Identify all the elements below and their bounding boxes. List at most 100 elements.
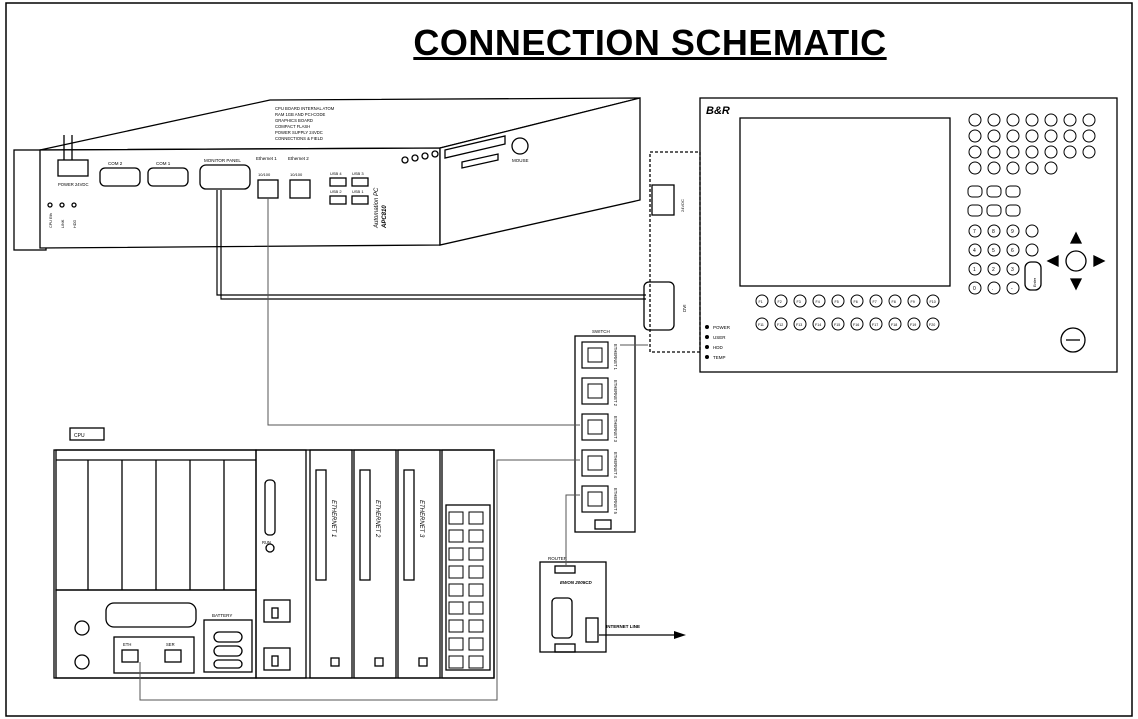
panel-softkey[interactable] [1063, 113, 1077, 127]
panel-led-label: USER [713, 335, 726, 340]
panel-softkey[interactable] [1082, 113, 1096, 127]
panel-nav-right-icon[interactable] [1093, 254, 1106, 268]
panel-softkey[interactable] [987, 113, 1001, 127]
panel-softkey[interactable] [968, 129, 982, 143]
router-serial-port [551, 597, 573, 639]
plc-io-terminal [448, 655, 464, 669]
panel-keypad-key[interactable] [968, 243, 982, 257]
panel-softkey[interactable] [1082, 145, 1096, 159]
panel-function-key[interactable] [869, 294, 883, 308]
panel-function-key[interactable] [831, 294, 845, 308]
panel-function-key[interactable] [812, 317, 826, 331]
panel-special-key[interactable] [1005, 185, 1021, 198]
panel-softkey[interactable] [987, 129, 1001, 143]
panel-emergency-button[interactable] [1060, 327, 1086, 353]
panel-softkey[interactable] [1044, 129, 1058, 143]
frame-border [5, 2, 1133, 717]
plc-battery [203, 619, 253, 673]
panel-softkey[interactable] [1025, 129, 1039, 143]
panel-keypad-key[interactable] [1006, 224, 1020, 238]
panel-nav-left-icon[interactable] [1046, 254, 1059, 268]
panel-nav-up-icon[interactable] [1069, 231, 1083, 244]
panel-softkey[interactable] [968, 113, 982, 127]
plc-module-label: ETHERNET 3 [418, 500, 424, 538]
plc-io-terminal [468, 619, 484, 633]
panel-softkey[interactable] [1025, 161, 1039, 175]
panel-softkey[interactable] [1025, 145, 1039, 159]
panel-function-key[interactable] [907, 317, 921, 331]
plc-cpu-port-label: ETH [123, 642, 131, 647]
panel-softkey[interactable] [1082, 129, 1096, 143]
panel-function-key[interactable] [850, 317, 864, 331]
panel-enter-key[interactable] [1024, 261, 1042, 291]
panel-softkey[interactable] [1006, 145, 1020, 159]
panel-softkey[interactable] [968, 161, 982, 175]
panel-softkey[interactable] [1063, 129, 1077, 143]
panel-function-key[interactable] [755, 317, 769, 331]
panel-special-key[interactable] [986, 185, 1002, 198]
panel-keypad-key[interactable] [968, 224, 982, 238]
panel-nav-center[interactable] [1065, 250, 1087, 272]
pc-usb2-label: USB 2 [330, 189, 342, 194]
panel-keypad-key[interactable] [968, 262, 982, 276]
panel-softkey[interactable] [1006, 129, 1020, 143]
panel-function-key[interactable] [774, 317, 788, 331]
router-housing [539, 561, 607, 653]
panel-function-key[interactable] [907, 294, 921, 308]
panel-function-key[interactable] [926, 294, 940, 308]
panel-softkey[interactable] [1006, 113, 1020, 127]
plc-io-terminal [468, 529, 484, 543]
panel-keypad-key[interactable] [1025, 224, 1039, 238]
panel-special-key[interactable] [967, 185, 983, 198]
plc-io-module [441, 449, 495, 679]
panel-softkey[interactable] [1044, 161, 1058, 175]
panel-function-key[interactable] [926, 317, 940, 331]
panel-keypad-key[interactable] [987, 262, 1001, 276]
ethernet-cable-switch-router [565, 494, 580, 566]
panel-function-key[interactable] [755, 294, 769, 308]
panel-function-key[interactable] [869, 317, 883, 331]
panel-keypad-key[interactable] [1025, 243, 1039, 257]
panel-keypad-key[interactable] [968, 281, 982, 295]
panel-led-label: POWER [713, 325, 731, 330]
panel-softkey[interactable] [1063, 145, 1077, 159]
panel-softkey[interactable] [968, 145, 982, 159]
panel-function-key[interactable] [812, 294, 826, 308]
plc-io-terminal [448, 619, 464, 633]
panel-function-key-label: F1 [759, 300, 763, 304]
panel-special-key[interactable] [986, 204, 1002, 217]
panel-function-key[interactable] [793, 317, 807, 331]
panel-function-key-label: F16 [853, 323, 859, 327]
plc-baseplate [53, 449, 495, 679]
panel-led [705, 335, 709, 339]
panel-keypad-key[interactable] [987, 281, 1001, 295]
panel-function-key[interactable] [888, 294, 902, 308]
panel-function-key[interactable] [850, 294, 864, 308]
ethernet-switch [574, 335, 636, 533]
panel-keypad-key[interactable] [1006, 262, 1020, 276]
panel-keypad-key[interactable] [1006, 243, 1020, 257]
plc-io-terminal [448, 529, 464, 543]
panel-softkey[interactable] [987, 161, 1001, 175]
panel-keypad-key[interactable] [987, 243, 1001, 257]
pc-usb-port [351, 177, 369, 187]
panel-function-key[interactable] [831, 317, 845, 331]
panel-special-key[interactable] [967, 204, 983, 217]
panel-softkey[interactable] [1006, 161, 1020, 175]
panel-function-key[interactable] [793, 294, 807, 308]
panel-softkey[interactable] [1044, 113, 1058, 127]
panel-softkey[interactable] [987, 145, 1001, 159]
panel-special-key[interactable] [1005, 204, 1021, 217]
panel-function-key[interactable] [888, 317, 902, 331]
panel-nav-down-icon[interactable] [1069, 278, 1083, 291]
panel-enter-label: Enter [1033, 277, 1037, 287]
panel-function-key[interactable] [774, 294, 788, 308]
panel-keypad-key[interactable] [987, 224, 1001, 238]
plc-cpu-selector[interactable] [74, 620, 90, 636]
plc-cpu-selector[interactable] [74, 654, 90, 670]
panel-softkey[interactable] [1044, 145, 1058, 159]
panel-keypad-key[interactable] [1006, 281, 1020, 295]
plc-cpu-ser-port [164, 649, 182, 663]
panel-softkey[interactable] [1025, 113, 1039, 127]
switch-port [581, 413, 609, 441]
